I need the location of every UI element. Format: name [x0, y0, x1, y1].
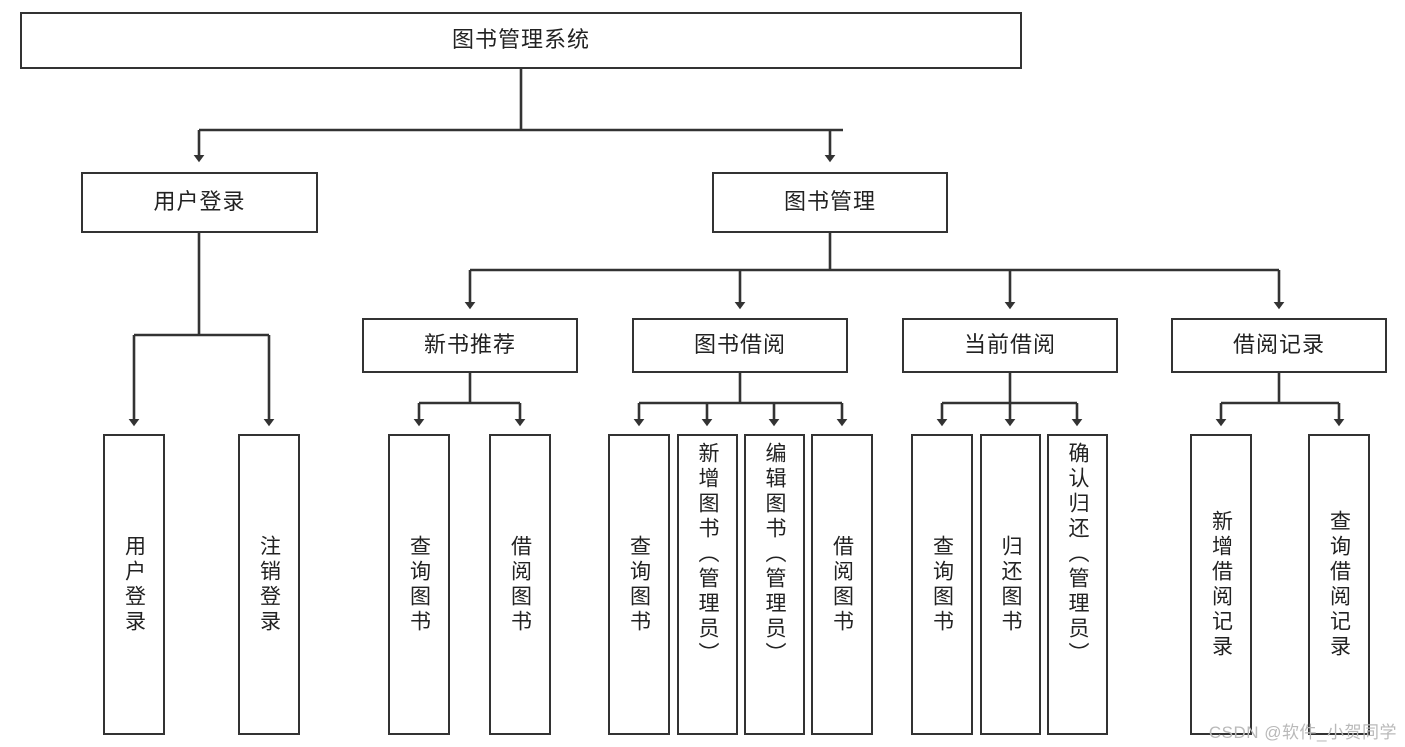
node-current-borrow[interactable]: 当前借阅 [902, 318, 1118, 373]
leaf-current-borrow-0[interactable]: 查询图书 [911, 434, 973, 735]
node-label: 当前借阅 [963, 332, 1056, 358]
node-label: 借阅图书 [830, 534, 854, 635]
node-label: 图书管理 [783, 189, 876, 215]
node-borrow-record[interactable]: 借阅记录 [1171, 318, 1387, 373]
leaf-book-borrow-2[interactable]: 编辑图书（管理员） [744, 434, 805, 735]
node-label: 用户登录 [153, 189, 246, 215]
node-label: 新增图书（管理员） [696, 442, 719, 667]
node-label: 查询图书 [627, 534, 651, 635]
leaf-book-borrow-3[interactable]: 借阅图书 [811, 434, 873, 735]
node-label: 查询图书 [930, 534, 954, 635]
leaf-borrow-record-0[interactable]: 新增借阅记录 [1190, 434, 1252, 735]
node-label: 查询借阅记录 [1327, 509, 1351, 660]
node-label: 新增借阅记录 [1209, 509, 1233, 660]
leaf-borrow-record-1[interactable]: 查询借阅记录 [1308, 434, 1370, 735]
node-label: 图书管理系统 [451, 27, 590, 53]
leaf-current-borrow-1[interactable]: 归还图书 [980, 434, 1041, 735]
node-user-login[interactable]: 用户登录 [81, 172, 318, 233]
node-label: 编辑图书（管理员） [763, 442, 786, 667]
node-book-management[interactable]: 图书管理 [712, 172, 948, 233]
node-label: 注销登录 [257, 534, 281, 635]
node-new-book-recommend[interactable]: 新书推荐 [362, 318, 578, 373]
leaf-user-login-1[interactable]: 注销登录 [238, 434, 300, 735]
watermark-text: CSDN @软件_小贺同学 [1208, 723, 1397, 742]
node-book-borrow[interactable]: 图书借阅 [632, 318, 848, 373]
node-root-book-management-system[interactable]: 图书管理系统 [20, 12, 1022, 69]
node-label: 查询图书 [407, 534, 431, 635]
leaf-new-book-recommend-1[interactable]: 借阅图书 [489, 434, 551, 735]
node-label: 用户登录 [122, 534, 146, 635]
node-label: 图书借阅 [693, 332, 786, 358]
leaf-book-borrow-1[interactable]: 新增图书（管理员） [677, 434, 738, 735]
node-label: 确认归还（管理员） [1066, 442, 1089, 667]
leaf-book-borrow-0[interactable]: 查询图书 [608, 434, 670, 735]
node-label: 借阅图书 [508, 534, 532, 635]
leaf-user-login-0[interactable]: 用户登录 [103, 434, 165, 735]
node-label: 借阅记录 [1232, 332, 1325, 358]
leaf-current-borrow-2[interactable]: 确认归还（管理员） [1047, 434, 1108, 735]
node-label: 归还图书 [999, 534, 1022, 635]
leaf-new-book-recommend-0[interactable]: 查询图书 [388, 434, 450, 735]
node-label: 新书推荐 [423, 332, 516, 358]
